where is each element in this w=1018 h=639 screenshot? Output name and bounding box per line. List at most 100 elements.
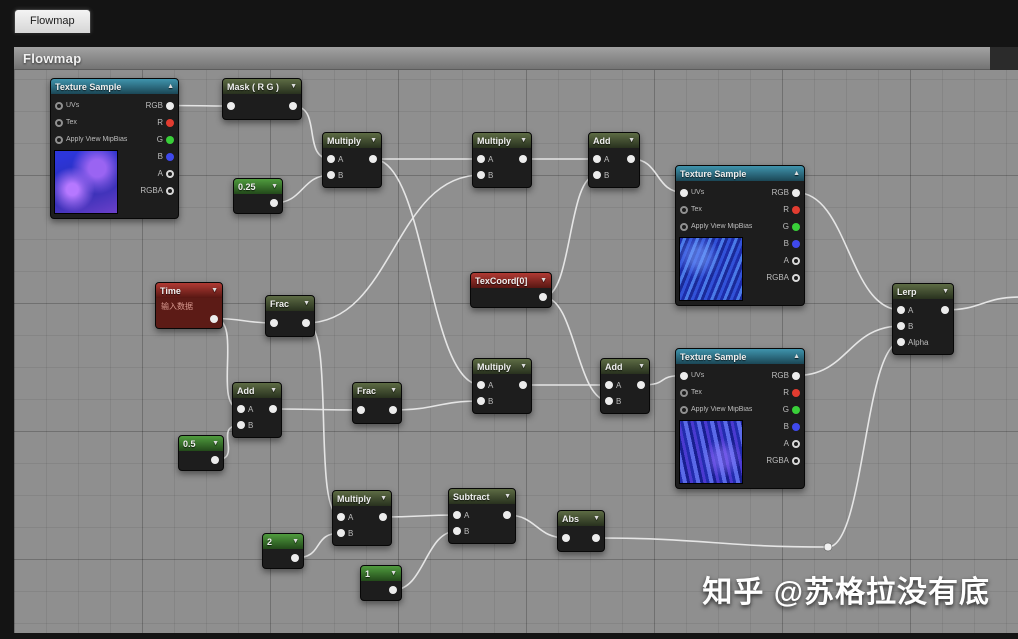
output-pin[interactable] xyxy=(166,135,174,144)
node-frac1[interactable]: Frac▼ xyxy=(265,295,315,337)
node-header[interactable]: 0.25▼ xyxy=(234,179,282,194)
document-tab-flowmap[interactable]: Flowmap xyxy=(14,9,91,33)
node-header[interactable]: Lerp▼ xyxy=(893,284,953,299)
input-pin[interactable] xyxy=(593,155,601,163)
output-pin[interactable] xyxy=(166,101,174,110)
output-pin[interactable] xyxy=(792,422,800,431)
input-pin[interactable] xyxy=(680,222,688,231)
output-pin[interactable] xyxy=(792,222,800,231)
node-abs[interactable]: Abs▼ xyxy=(557,510,605,552)
collapse-down-icon[interactable]: ▼ xyxy=(638,363,645,370)
node-header[interactable]: TexCoord[0]▼ xyxy=(471,273,551,288)
collapse-down-icon[interactable]: ▼ xyxy=(540,277,547,284)
node-header[interactable]: Frac▼ xyxy=(266,296,314,311)
input-pin[interactable] xyxy=(593,171,601,179)
node-c05[interactable]: 0.5▼ xyxy=(178,435,224,471)
input-pin[interactable] xyxy=(680,371,688,380)
collapse-up-icon[interactable]: ▲ xyxy=(793,170,800,177)
input-pin[interactable] xyxy=(605,381,613,389)
output-pin[interactable] xyxy=(379,513,387,521)
input-pin[interactable] xyxy=(897,322,905,330)
output-pin[interactable] xyxy=(302,319,310,327)
node-c1[interactable]: 1▼ xyxy=(360,565,402,601)
node-header[interactable]: Abs▼ xyxy=(558,511,604,526)
input-pin[interactable] xyxy=(327,155,335,163)
output-pin[interactable] xyxy=(289,102,297,110)
collapse-down-icon[interactable]: ▼ xyxy=(520,363,527,370)
collapse-down-icon[interactable]: ▼ xyxy=(390,387,397,394)
collapse-down-icon[interactable]: ▼ xyxy=(628,137,635,144)
node-header[interactable]: Multiply▼ xyxy=(473,133,531,148)
output-pin[interactable] xyxy=(792,405,800,414)
output-pin[interactable] xyxy=(270,199,278,207)
collapse-down-icon[interactable]: ▼ xyxy=(270,387,277,394)
node-header[interactable]: Subtract▼ xyxy=(449,489,515,504)
output-pin[interactable] xyxy=(792,239,800,248)
input-pin[interactable] xyxy=(357,406,365,414)
output-pin[interactable] xyxy=(519,381,527,389)
output-pin[interactable] xyxy=(941,306,949,314)
node-texcoord[interactable]: TexCoord[0]▼ xyxy=(470,272,552,308)
input-pin[interactable] xyxy=(680,188,688,197)
input-pin[interactable] xyxy=(327,171,335,179)
node-time[interactable]: Time▼输入数据 xyxy=(155,282,223,329)
node-header[interactable]: 0.5▼ xyxy=(179,436,223,451)
input-pin[interactable] xyxy=(477,171,485,179)
output-pin[interactable] xyxy=(389,586,397,594)
output-pin[interactable] xyxy=(792,273,800,282)
collapse-down-icon[interactable]: ▼ xyxy=(593,515,600,522)
input-pin[interactable] xyxy=(453,527,461,535)
collapse-down-icon[interactable]: ▼ xyxy=(504,493,511,500)
node-header[interactable]: Multiply▼ xyxy=(473,359,531,374)
output-pin[interactable] xyxy=(166,186,174,195)
collapse-down-icon[interactable]: ▼ xyxy=(212,440,219,447)
node-header[interactable]: Mask ( R G )▼ xyxy=(223,79,301,94)
collapse-down-icon[interactable]: ▼ xyxy=(292,538,299,545)
output-pin[interactable] xyxy=(792,188,800,197)
node-c2[interactable]: 2▼ xyxy=(262,533,304,569)
collapse-down-icon[interactable]: ▼ xyxy=(520,137,527,144)
input-pin[interactable] xyxy=(605,397,613,405)
node-header[interactable]: Add▼ xyxy=(601,359,649,374)
output-pin[interactable] xyxy=(637,381,645,389)
node-header[interactable]: Time▼ xyxy=(156,283,222,298)
input-pin[interactable] xyxy=(562,534,570,542)
output-pin[interactable] xyxy=(792,388,800,397)
input-pin[interactable] xyxy=(477,155,485,163)
input-pin[interactable] xyxy=(337,513,345,521)
node-header[interactable]: Frac▼ xyxy=(353,383,401,398)
collapse-down-icon[interactable]: ▼ xyxy=(370,137,377,144)
output-pin[interactable] xyxy=(627,155,635,163)
collapse-up-icon[interactable]: ▲ xyxy=(167,83,174,90)
output-pin[interactable] xyxy=(166,118,174,127)
collapse-down-icon[interactable]: ▼ xyxy=(271,183,278,190)
output-pin[interactable] xyxy=(792,439,800,448)
input-pin[interactable] xyxy=(55,135,63,144)
collapse-down-icon[interactable]: ▼ xyxy=(390,570,397,577)
output-pin[interactable] xyxy=(369,155,377,163)
output-pin[interactable] xyxy=(519,155,527,163)
collapse-down-icon[interactable]: ▼ xyxy=(211,287,218,294)
output-pin[interactable] xyxy=(166,169,174,178)
output-pin[interactable] xyxy=(210,314,218,323)
input-pin[interactable] xyxy=(270,319,278,327)
node-header[interactable]: Multiply▼ xyxy=(333,491,391,506)
collapse-down-icon[interactable]: ▼ xyxy=(380,495,387,502)
output-pin[interactable] xyxy=(503,511,511,519)
input-pin[interactable] xyxy=(55,118,63,127)
output-pin[interactable] xyxy=(792,256,800,265)
node-header[interactable]: Multiply▼ xyxy=(323,133,381,148)
node-header[interactable]: Texture Sample▲ xyxy=(676,166,804,181)
